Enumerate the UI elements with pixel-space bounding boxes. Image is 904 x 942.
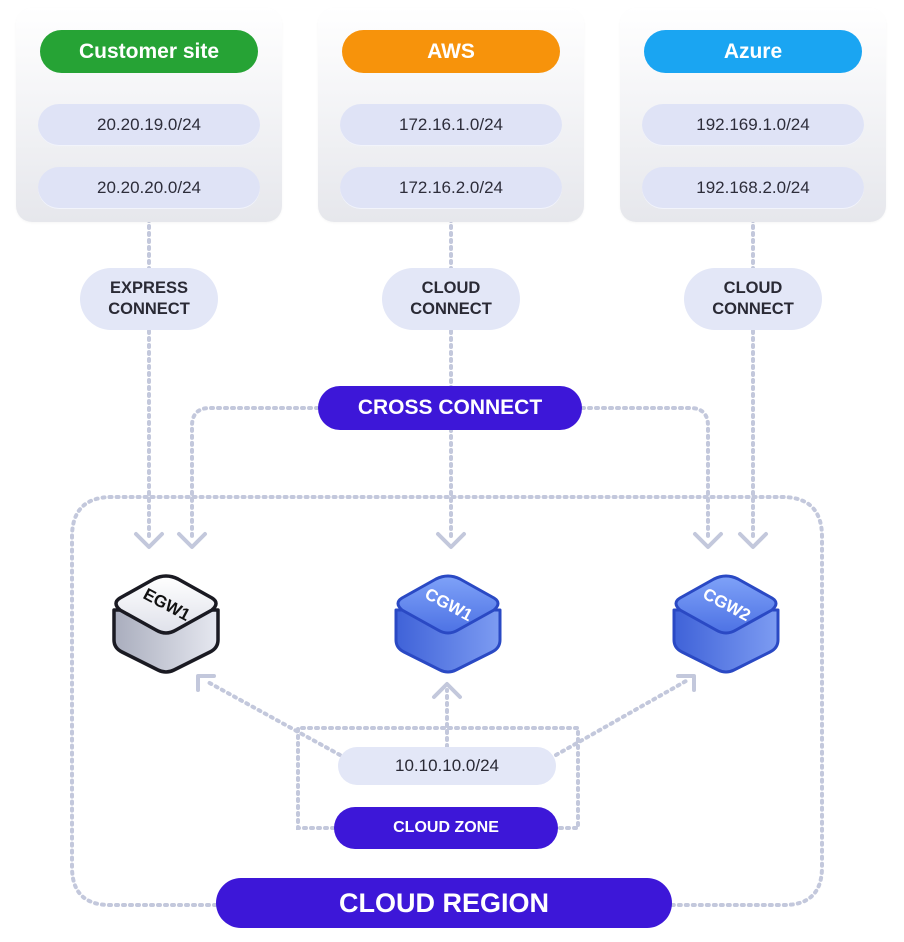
cloud-zone-label: CLOUD ZONE bbox=[334, 807, 558, 849]
site-header-customer: Customer site bbox=[40, 30, 258, 73]
subnet-item: 192.168.2.0/24 bbox=[642, 167, 864, 209]
subnet-item: 20.20.19.0/24 bbox=[38, 104, 260, 146]
subnet-item: 172.16.1.0/24 bbox=[340, 104, 562, 146]
cloud-connect-label-azure: CLOUD CONNECT bbox=[684, 268, 822, 330]
subnet-item: 192.169.1.0/24 bbox=[642, 104, 864, 146]
site-header-azure: Azure bbox=[644, 30, 862, 73]
cgw2-gateway-icon: CGW2 bbox=[672, 574, 780, 674]
cloud-connect-label-aws: CLOUD CONNECT bbox=[382, 268, 520, 330]
cgw1-gateway-icon: CGW1 bbox=[394, 574, 502, 674]
subnet-item: 172.16.2.0/24 bbox=[340, 167, 562, 209]
egw1-gateway-icon: EGW1 bbox=[112, 574, 220, 674]
site-header-aws: AWS bbox=[342, 30, 560, 73]
site-card-azure: Azure 192.169.1.0/24 192.168.2.0/24 bbox=[620, 8, 886, 222]
site-card-aws: AWS 172.16.1.0/24 172.16.2.0/24 bbox=[318, 8, 584, 222]
subnet-item: 20.20.20.0/24 bbox=[38, 167, 260, 209]
site-card-customer: Customer site 20.20.19.0/24 20.20.20.0/2… bbox=[16, 8, 282, 222]
cross-connect-label: CROSS CONNECT bbox=[318, 386, 582, 430]
zone-subnet-label: 10.10.10.0/24 bbox=[338, 747, 556, 785]
cloud-region-label: CLOUD REGION bbox=[216, 878, 672, 928]
express-connect-label: EXPRESS CONNECT bbox=[80, 268, 218, 330]
